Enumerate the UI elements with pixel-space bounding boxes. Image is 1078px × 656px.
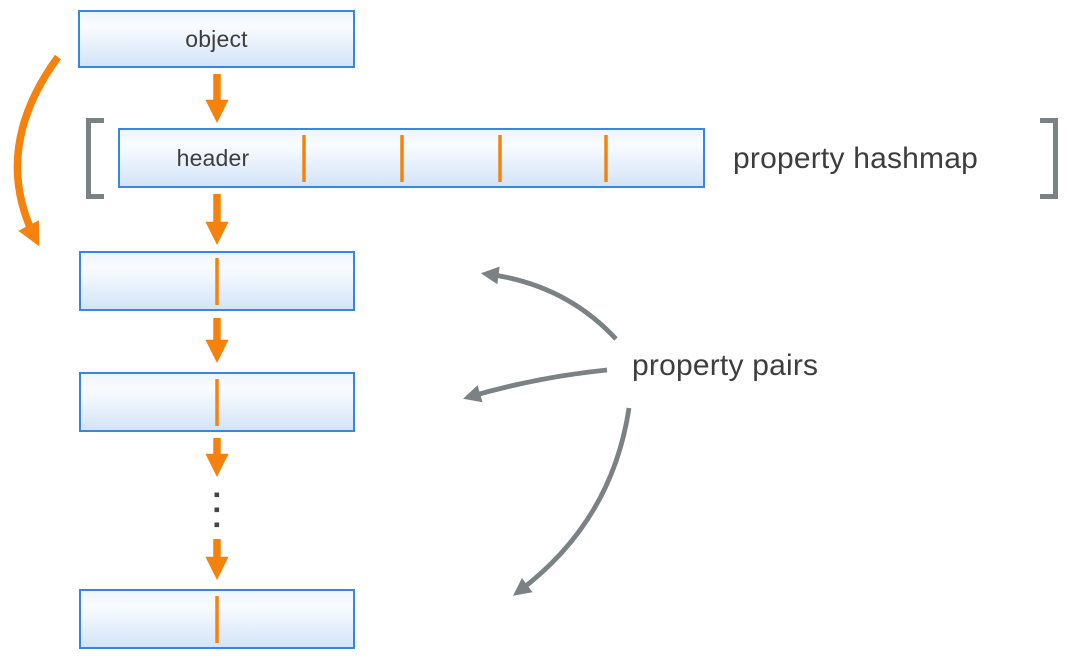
gray-arrow-icon-to-pair2: [463, 367, 608, 403]
left-bracket: [86, 118, 104, 199]
property-pair-box-1: [79, 251, 355, 311]
property-pair-box-3: [79, 589, 355, 649]
ellipsis-dot-icon: [214, 522, 220, 528]
hashmap-header-cell: header: [120, 130, 306, 186]
object-box-label: object: [185, 25, 248, 52]
property-pairs-pointer-arrows: [463, 266, 632, 596]
hashmap-header-label: header: [176, 144, 250, 171]
property-hashmap-box: header: [118, 128, 705, 188]
right-bracket: [1040, 118, 1058, 199]
curved-arrow-icon-object-to-pair1: [13, 54, 62, 247]
gray-arrow-icon-to-pair1: [480, 266, 618, 341]
property-pairs-caption: property pairs: [632, 349, 819, 382]
vertical-ellipsis: [214, 492, 220, 528]
ellipsis-dot-icon: [214, 507, 220, 513]
property-hashmap-caption: property hashmap: [733, 142, 979, 175]
property-pair-box-2: [79, 372, 355, 432]
gray-arrow-icon-to-pair3: [513, 407, 632, 596]
object-box: object: [78, 10, 355, 68]
ellipsis-dot-icon: [214, 492, 220, 498]
